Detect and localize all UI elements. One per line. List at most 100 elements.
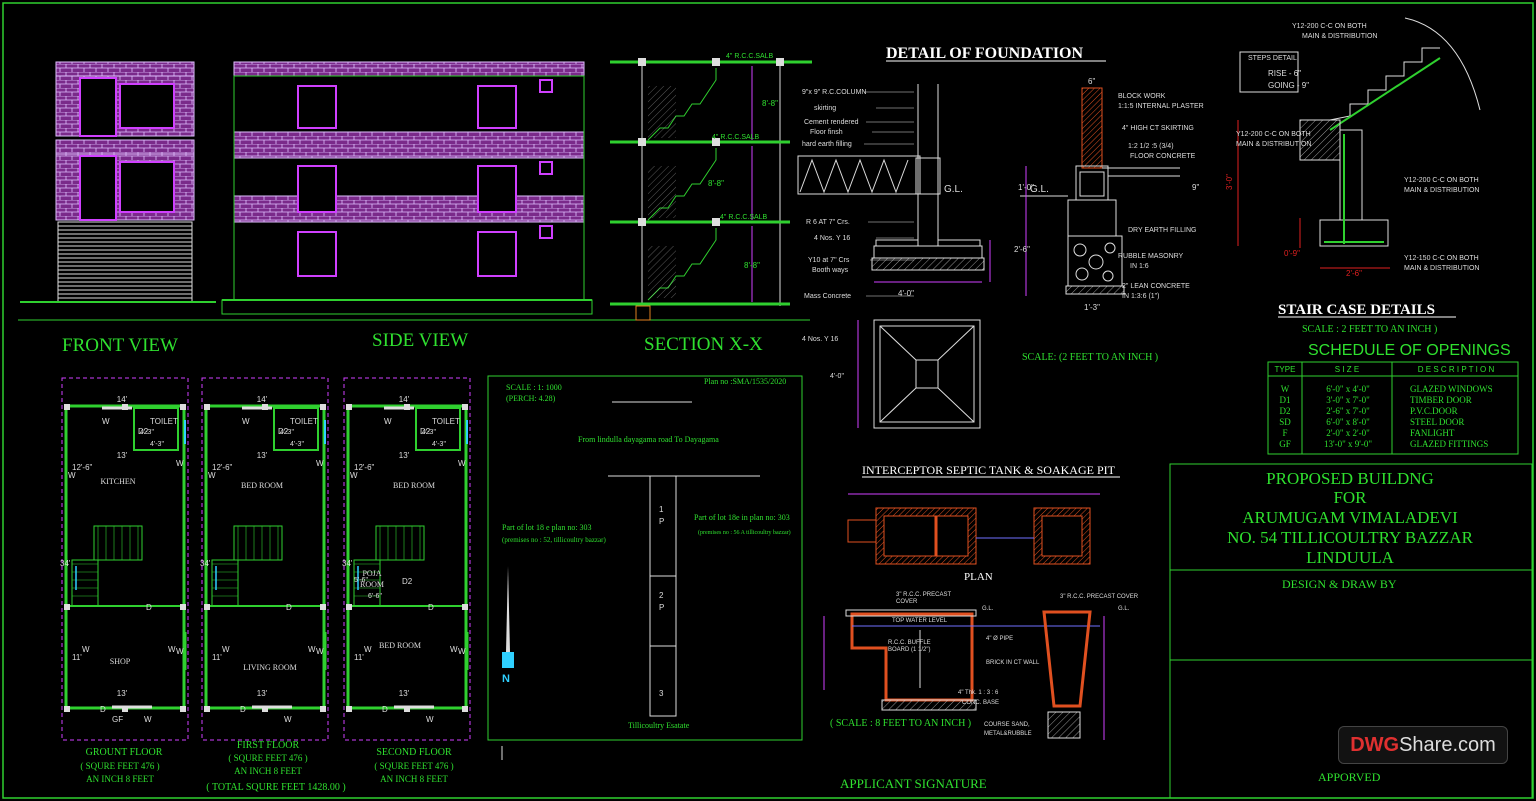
schedule-desc: FANLIGHT: [1410, 428, 1455, 438]
front-view: [20, 61, 216, 303]
foundation-title: DETAIL OF FOUNDATION: [886, 45, 1084, 62]
site-plan: [487, 375, 803, 760]
room-label: LIVING ROOM: [243, 663, 297, 672]
stair-dim-09: 0'-9": [1284, 249, 1300, 258]
lot-1p: P: [659, 517, 664, 526]
ff-area: ( SQURE FEET 476 ): [228, 753, 307, 763]
site-right-2: (premises no : 56 A tillicoultry bazzar): [698, 529, 791, 536]
foundation-right-label: 1:2 1/2 :5 (3/4): [1128, 143, 1174, 150]
floor-height-2: 8'-8": [708, 179, 724, 188]
stair-title: STAIR CASE DETAILS: [1278, 302, 1435, 318]
gf-scale: AN INCH 8 FEET: [86, 774, 154, 784]
plan-window-mark: W: [458, 647, 466, 656]
plan-window-mark: W: [242, 417, 250, 426]
plan-dim-toilet: 4'-3": [422, 429, 436, 436]
schedule-size: 2'-0" x 2'-0": [1326, 428, 1370, 438]
plan-dim-depth: 11': [72, 653, 82, 662]
schedule-size: 6'-0" x 4'-0": [1326, 384, 1370, 394]
stair-note: Y12-200 C-C ON BOTH: [1292, 23, 1367, 30]
stair-note: Y12-200 C-C ON BOTH: [1236, 131, 1311, 138]
foundation-label: Cement rendered: [804, 119, 859, 126]
gf-area: ( SQURE FEET 476 ): [80, 761, 159, 771]
sf-area: ( SQURE FEET 476 ): [374, 761, 453, 771]
plan-dim-toilet: 4'-3": [140, 429, 154, 436]
plan-dim-depth: 12'-6": [212, 463, 233, 472]
plan-door-mark: D2: [138, 427, 149, 436]
plan-window-mark: W: [284, 715, 292, 724]
plan-dim-width: 14': [117, 395, 128, 404]
site-plan-no: Plan no :SMA/1535/2020: [704, 377, 786, 386]
floor-height-1: 8'-8": [762, 99, 778, 108]
foundation-right-label: RUBBLE MASONRY: [1118, 253, 1184, 260]
plan-dim-inner: 13': [257, 689, 268, 698]
slab-label-low: 4" R.C.C.SALB: [720, 214, 768, 221]
plan-dim-width: 14': [257, 395, 268, 404]
plan-toilet-label: TOILET: [150, 417, 178, 426]
room-label: BED ROOM: [379, 641, 421, 650]
side-view: [221, 61, 593, 315]
foundation-label: Floor finsh: [810, 129, 843, 136]
plan-window-mark: W: [308, 645, 316, 654]
site-perch: (PERCH: 4.28): [506, 394, 556, 403]
tb-line-3: ARUMUGAM VIMALADEVI: [1242, 508, 1458, 527]
watermark-share: Share.com: [1399, 733, 1496, 756]
plan-window-mark: W: [68, 471, 76, 480]
stair-notes: Y12-200 C-C ON BOTH MAIN & DISTRIBUTION Y1…: [1236, 23, 1479, 272]
septic-label: COVER: [896, 599, 918, 605]
septic-label: R.C.C. BUFFLE: [888, 640, 931, 646]
stair-scale: SCALE : 2 FEET TO AN INCH ): [1302, 324, 1437, 335]
plan-dim-depth: 11': [212, 653, 222, 662]
plan-window-mark: W: [458, 459, 466, 468]
steps-rise: RISE - 6": [1268, 69, 1301, 78]
septic-label: CONC. BASE: [962, 700, 999, 706]
septic-label: G.L.: [1118, 606, 1130, 612]
sf-scale: AN INCH 8 FEET: [380, 774, 448, 784]
schedule-type: D2: [1280, 406, 1291, 416]
plan-dim-depth: 11': [354, 653, 364, 662]
plan-dim-total: 34': [60, 559, 71, 568]
site-road: From lindulla dayagama road To Dayagama: [578, 435, 719, 444]
footing-dim: 4'-0": [830, 373, 844, 380]
pooja-dim: 5'-6": [354, 577, 368, 584]
plan-window-mark: W: [350, 471, 358, 480]
sf-title: SECOND FLOOR: [376, 747, 452, 758]
wall-footing: [1020, 87, 1180, 296]
foundation-label: R 6 AT 7" Crs.: [806, 219, 850, 226]
schedule-size: 3'-0" x 7'-0": [1326, 395, 1370, 405]
schedule-header: TYPE: [1275, 365, 1296, 374]
foundation-right-label: 2" LEAN CONCRETE: [1122, 283, 1190, 290]
side-view-title: SIDE VIEW: [372, 330, 468, 351]
stair-section: [1237, 17, 1481, 269]
plan-dim-inner: 13': [257, 451, 268, 460]
septic-scale: ( SCALE : 8 FEET TO AN INCH ): [830, 718, 971, 729]
septic-label: BOARD (1 1/2"): [888, 647, 930, 653]
foundation-right-label: FLOOR CONCRETE: [1130, 153, 1196, 160]
plan-dim-toilet: 4'-3": [432, 441, 446, 448]
stair-dim-30: 3'-0": [1225, 174, 1234, 190]
title-block: [1169, 463, 1533, 799]
pooja-dim-2: 6'-6": [368, 593, 382, 600]
site-left-2: (premises no : 52, tillicoultry bazzar): [502, 536, 606, 544]
septic-label: BRICK IN CT WALL: [986, 660, 1040, 666]
septic-label: G.L.: [982, 606, 994, 612]
foundation-label: 9"x 9" R.C.COLUMN: [802, 89, 866, 96]
plan-dim-inner: 13': [117, 689, 128, 698]
septic-title: INTERCEPTOR SEPTIC TANK & SOAKAGE PIT: [862, 463, 1116, 477]
lot-3: 3: [659, 689, 664, 698]
plan-door-mark: D: [100, 705, 106, 714]
plan-dim-inner: 13': [399, 451, 410, 460]
gf-title: GROUNT FLOOR: [86, 747, 163, 758]
stair-note: MAIN & DISTRIBUTION: [1236, 141, 1311, 148]
lot-2: 2: [659, 591, 664, 600]
plan-window-mark: W: [208, 471, 216, 480]
tb-line-5: LINDUULA: [1306, 548, 1395, 567]
foundation-label: Y10 at 7" Crs: [808, 257, 850, 264]
steps-going: GOING - 9": [1268, 81, 1309, 90]
foundation-right-label: DRY EARTH FILLING: [1128, 227, 1196, 234]
room-label: KITCHEN: [100, 477, 135, 486]
septic-label: 4" Thk. 1 : 3 : 6: [958, 690, 999, 696]
schedule-size: 2'-6" x 7'-0": [1326, 406, 1370, 416]
plan-window-mark: W: [176, 459, 184, 468]
